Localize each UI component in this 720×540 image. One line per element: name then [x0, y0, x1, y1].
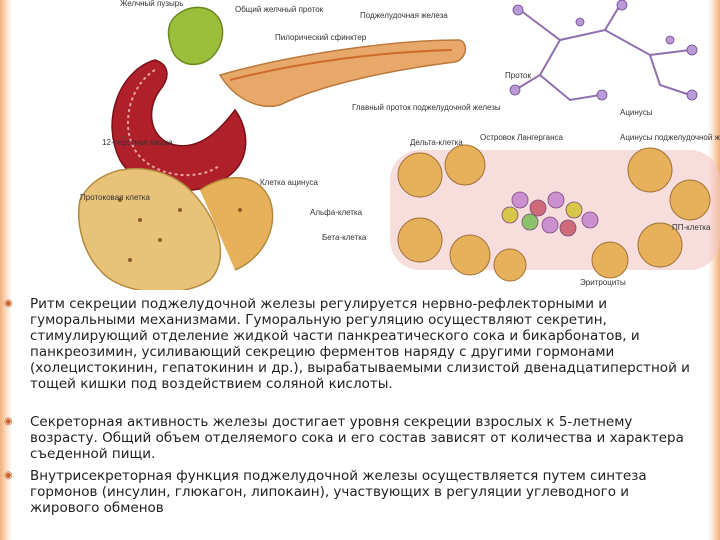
label-pancreas: Поджелудочная железа — [360, 11, 448, 20]
duct-tree-drawing — [514, 4, 691, 102]
bullet-text: Внутрисекреторная функция поджелудочной … — [30, 468, 647, 516]
bullet-text: Ритм секреции поджелудочной железы регул… — [30, 296, 690, 392]
label-alpha-cell: Альфа-клетка — [310, 208, 363, 217]
label-duodenum: 12-перстная кишка — [102, 138, 173, 147]
label-beta-cell: Бета-клетка — [322, 233, 367, 242]
acini-dots — [509, 0, 698, 101]
label-ductal-cell: Протоковая клетка — [80, 193, 150, 202]
acinus-tissue-drawing — [78, 167, 274, 290]
pancreas-body-drawing — [218, 39, 467, 107]
label-acini: Ацинусы — [620, 108, 653, 117]
left-decorative-edge — [0, 0, 12, 540]
label-acinus-cell: Клетка ацинуса — [260, 178, 318, 187]
label-delta-cell: Дельта-клетка — [410, 138, 463, 147]
gallbladder-drawing — [167, 6, 224, 66]
label-main-duct: Главный проток поджелудочной железы — [352, 103, 501, 112]
label-gallbladder: Желчный пузырь — [120, 0, 183, 8]
label-pancreas-acini: Ацинусы поджелудочной железы — [620, 133, 720, 142]
bullet-list: ◉ Ритм секреции поджелудочной железы рег… — [0, 292, 720, 532]
islet-tissue-drawing — [390, 144, 720, 282]
label-duct: Проток — [505, 71, 531, 80]
label-pyloric-sphincter: Пилорический сфинктер — [275, 33, 367, 42]
label-erythrocytes: Эритроциты — [580, 278, 626, 287]
bullet-marker-icon: ◉ — [4, 416, 13, 427]
pancreas-illustration: Общий желчный проток Пилорический сфинкт… — [78, 0, 720, 290]
label-islet: Островок Лангерганса — [480, 133, 563, 142]
bullet-marker-icon: ◉ — [4, 298, 13, 309]
label-common-bile-duct: Общий желчный проток — [235, 5, 324, 14]
bullet-marker-icon: ◉ — [4, 470, 13, 481]
right-decorative-edge — [708, 0, 720, 540]
duodenum-drawing — [111, 59, 247, 192]
label-pp-cell: ПП-клетка — [672, 223, 711, 232]
bullet-text: Секреторная активность железы достигает … — [30, 414, 684, 462]
islet-cells — [501, 191, 599, 237]
